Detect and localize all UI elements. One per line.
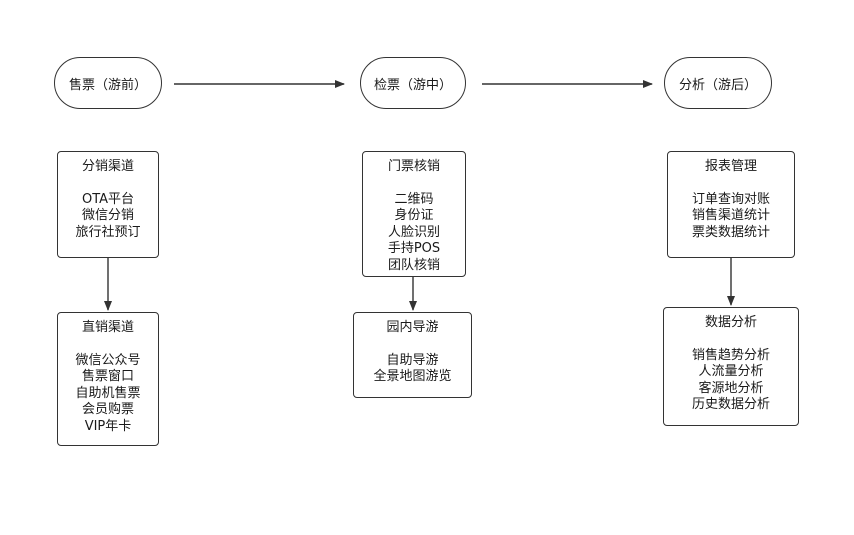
box-direct-channels: 直销渠道 微信公众号 售票窗口 自助机售票 会员购票 VIP年卡 (57, 312, 159, 446)
stage-label: 检票（游中） (373, 77, 452, 93)
box-data-analysis: 数据分析 销售趋势分析 人流量分析 客源地分析 历史数据分析 (663, 307, 799, 426)
box-park-guide: 园内导游 自助导游 全景地图游览 (353, 312, 472, 398)
box-item: 全景地图游览 (373, 369, 452, 384)
box-item: 团队核销 (387, 257, 440, 273)
box-item: 旅行社预订 (75, 224, 141, 240)
box-item: 自助导游 (386, 352, 439, 368)
box-title: 园内导游 (386, 320, 439, 335)
box-item: 人流量分析 (698, 364, 764, 379)
box-distribution-channels: 分销渠道 OTA平台 微信分销 旅行社预订 (57, 151, 159, 258)
box-item: 票类数据统计 (691, 224, 770, 240)
box-item: 销售渠道统计 (691, 208, 770, 223)
box-item: VIP年卡 (84, 418, 132, 434)
box-title: 门票核销 (387, 159, 440, 174)
stage-post-visit: 分析（游后） (664, 57, 772, 109)
stage-label: 售票（游前） (68, 77, 147, 93)
box-item: 人脸识别 (387, 224, 440, 240)
box-item: 自助机售票 (75, 385, 141, 401)
box-ticket-verification: 门票核销 二维码 身份证 人脸识别 手持POS 团队核销 (362, 151, 466, 277)
box-item: 订单查询对账 (691, 191, 770, 207)
box-report-management: 报表管理 订单查询对账 销售渠道统计 票类数据统计 (667, 151, 795, 258)
stage-during-visit: 检票（游中） (360, 57, 466, 109)
box-title: 分销渠道 (81, 159, 134, 174)
stage-label: 分析（游后） (678, 77, 757, 93)
box-item: 手持POS (387, 241, 441, 256)
box-item: 微信公众号 (75, 352, 141, 368)
box-item: 二维码 (394, 191, 434, 207)
box-item: 客源地分析 (698, 380, 764, 396)
box-title: 直销渠道 (81, 320, 134, 335)
box-item: 身份证 (394, 208, 434, 223)
box-item: OTA平台 (81, 191, 135, 207)
box-item: 售票窗口 (81, 369, 134, 384)
box-item: 销售趋势分析 (691, 347, 770, 363)
box-title: 数据分析 (704, 315, 757, 330)
box-item: 微信分销 (81, 208, 134, 223)
stage-pre-visit: 售票（游前） (54, 57, 162, 109)
box-item: 会员购票 (81, 402, 134, 417)
box-title: 报表管理 (704, 159, 757, 174)
box-item: 历史数据分析 (691, 397, 770, 412)
